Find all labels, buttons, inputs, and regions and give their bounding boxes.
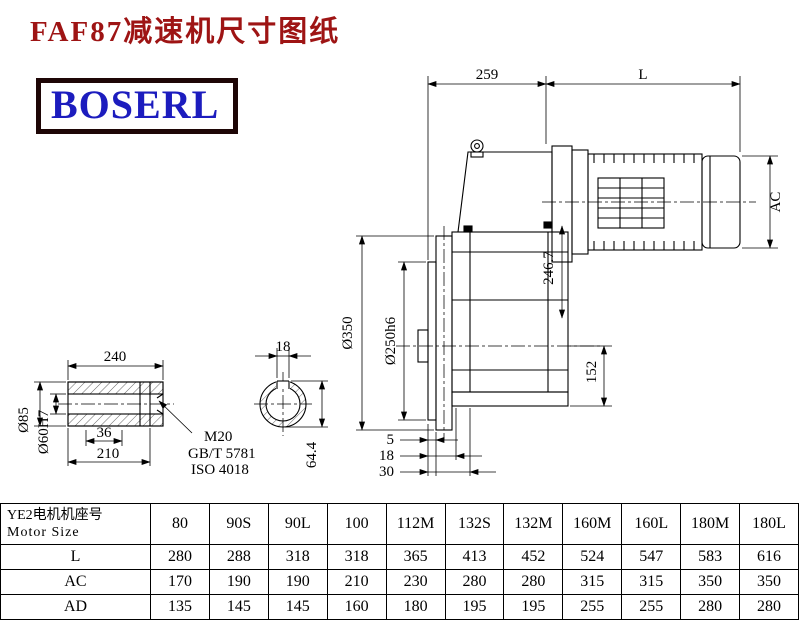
dimension-cell: 524	[562, 544, 623, 570]
dimension-cell: 413	[444, 544, 505, 570]
dimension-cell: 315	[621, 569, 682, 595]
dimension-cell: 350	[680, 569, 741, 595]
motor-frame-header: 112M	[385, 503, 446, 545]
dimension-cell: 190	[267, 569, 328, 595]
boserl-logo: BOSERL	[36, 78, 239, 134]
bolt-std-gb-label: GB/T 5781	[188, 446, 256, 462]
tap-spec-label: M20	[204, 429, 232, 445]
dimension-cell: 280	[444, 569, 505, 595]
dimension-cell: 280	[739, 594, 799, 620]
dim-210-label: 210	[97, 446, 120, 462]
dimension-cell: 210	[326, 569, 387, 595]
dimension-cell: 616	[739, 544, 799, 570]
dim-L-label: L	[638, 67, 647, 83]
dimension-cell: 145	[267, 594, 328, 620]
motor-frame-header: 90L	[267, 503, 328, 545]
dim-644-label: 64.4	[304, 441, 320, 468]
dim-18-offset-label: 18	[379, 448, 394, 464]
dimension-row-label: AC	[0, 569, 151, 595]
motor-size-header-cn: YE2电机机座号	[7, 507, 103, 523]
dimension-cell: 318	[267, 544, 328, 570]
technical-drawing: 259 L AC Ø350 Ø250h6 246.7 152 5 18 30 2…	[16, 67, 784, 480]
dim-5-label: 5	[387, 432, 395, 448]
motor-frame-header: 180M	[680, 503, 741, 545]
motor-frame-header: 100	[326, 503, 387, 545]
dim-hub-od-label: Ø85	[16, 407, 32, 433]
dim-keyway-width-label: 18	[276, 339, 291, 355]
motor-frame-header: 160L	[621, 503, 682, 545]
dimension-cell: 135	[150, 594, 210, 620]
dimension-cell: 288	[208, 544, 269, 570]
dimension-cell: 190	[208, 569, 269, 595]
page-title: FAF87减速机尺寸图纸	[30, 16, 341, 48]
dimension-cell: 547	[621, 544, 682, 570]
dimension-cell: 315	[562, 569, 623, 595]
dimension-lines-assembly	[356, 76, 778, 476]
dim-152-label: 152	[584, 361, 600, 384]
dimension-cell: 583	[680, 544, 741, 570]
motor-size-header: YE2电机机座号 Motor Size	[0, 503, 151, 545]
dimension-row-label: L	[0, 544, 151, 570]
dim-bore-label: Ø60H7	[36, 409, 52, 454]
dimension-cell: 280	[150, 544, 210, 570]
dimension-cell: 160	[326, 594, 387, 620]
motor-size-header-en: Motor Size	[7, 525, 80, 540]
dimension-row-label: AD	[0, 594, 151, 620]
dimension-cell: 230	[385, 569, 446, 595]
dimension-cell: 280	[680, 594, 741, 620]
dimension-cell: 255	[562, 594, 623, 620]
bolt-std-iso-label: ISO 4018	[191, 462, 249, 478]
dimension-cell: 145	[208, 594, 269, 620]
motor-frame-header: 90S	[208, 503, 269, 545]
dimension-cell: 195	[444, 594, 505, 620]
dimension-cell: 195	[503, 594, 564, 620]
motor-frame-header: 132S	[444, 503, 505, 545]
shaft-end-view	[259, 380, 307, 428]
motor-frame-header: 80	[150, 503, 210, 545]
dim-246-label: 246.7	[541, 251, 557, 285]
dim-36-label: 36	[97, 425, 113, 441]
dimension-cell: 280	[503, 569, 564, 595]
dimension-cell: 170	[150, 569, 210, 595]
dimension-cell: 452	[503, 544, 564, 570]
dim-AC-label: AC	[768, 192, 784, 213]
dimension-cell: 180	[385, 594, 446, 620]
dim-spigot-label: Ø250h6	[383, 316, 399, 365]
dim-240-label: 240	[104, 349, 127, 365]
dimension-labels: 259 L AC Ø350 Ø250h6 246.7 152 5 18 30 2…	[16, 67, 784, 480]
gearbox-assembly-outline	[417, 139, 569, 431]
motor-frame-header: 160M	[562, 503, 623, 545]
output-shaft-detail	[67, 381, 164, 427]
dimension-cell: 350	[739, 569, 799, 595]
dim-259-label: 259	[476, 67, 499, 83]
motor-outline	[551, 145, 741, 263]
motor-frame-header: 180L	[739, 503, 799, 545]
boserl-logo-text: BOSERL	[51, 82, 220, 127]
dim-flange-od-label: Ø350	[340, 316, 356, 349]
dimension-cell: 255	[621, 594, 682, 620]
motor-frame-header: 132M	[503, 503, 564, 545]
dimension-lines-shaft	[34, 348, 328, 466]
dimension-cell: 318	[326, 544, 387, 570]
dim-30-label: 30	[379, 464, 394, 480]
dimension-cell: 365	[385, 544, 446, 570]
